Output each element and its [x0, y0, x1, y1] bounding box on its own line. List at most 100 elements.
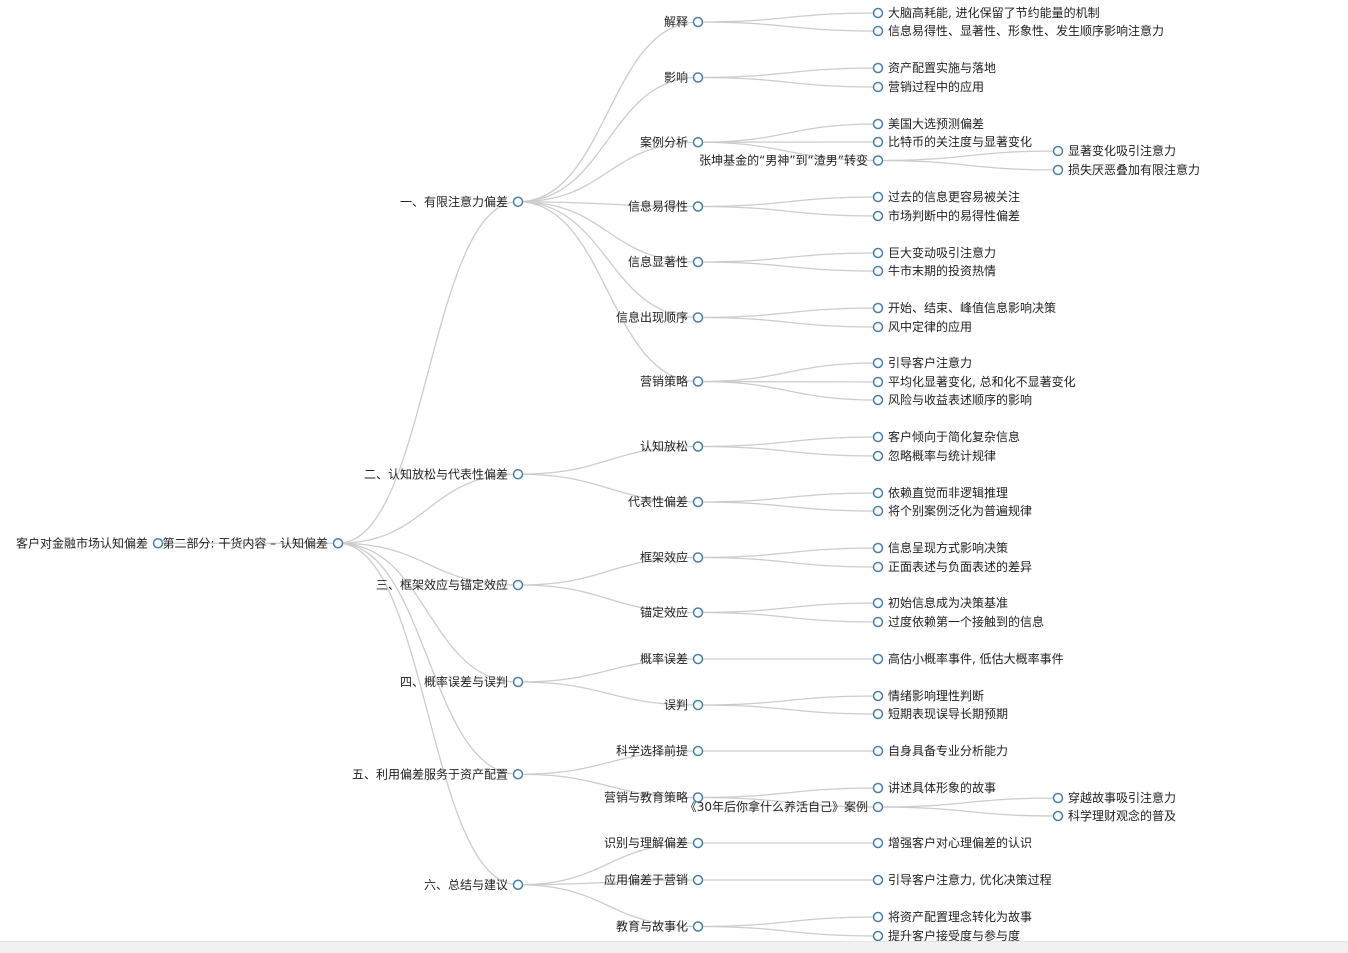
- leaf-node[interactable]: 情绪影响理性判断: [874, 688, 985, 703]
- node-toggle-circle[interactable]: [874, 267, 883, 276]
- leaf-node[interactable]: 市场判断中的易得性偏差: [874, 208, 1021, 223]
- node-toggle-circle[interactable]: [694, 313, 703, 322]
- node-toggle-circle[interactable]: [694, 701, 703, 710]
- node-toggle-circle[interactable]: [874, 803, 883, 812]
- node-toggle-circle[interactable]: [874, 193, 883, 202]
- node-toggle-circle[interactable]: [874, 618, 883, 627]
- node-toggle-circle[interactable]: [874, 64, 883, 73]
- leaf-node[interactable]: 比特币的关注度与显著变化: [874, 134, 1033, 149]
- leaf-node[interactable]: 科学理财观念的普及: [1054, 808, 1177, 823]
- node-toggle-circle[interactable]: [694, 202, 703, 211]
- leaf-node[interactable]: 初始信息成为决策基准: [874, 595, 1009, 610]
- node-toggle-circle[interactable]: [874, 120, 883, 129]
- leaf-node[interactable]: 高估小概率事件, 低估大概率事件: [874, 651, 1064, 666]
- node-toggle-circle[interactable]: [874, 378, 883, 387]
- branch-node[interactable]: 框架效应: [640, 550, 703, 565]
- node-toggle-circle[interactable]: [694, 839, 703, 848]
- node-toggle-circle[interactable]: [874, 249, 883, 258]
- node-toggle-circle[interactable]: [874, 27, 883, 36]
- node-toggle-circle[interactable]: [694, 258, 703, 267]
- leaf-node[interactable]: 引导客户注意力, 优化决策过程: [874, 872, 1052, 887]
- node-toggle-circle[interactable]: [874, 9, 883, 18]
- leaf-node[interactable]: 将资产配置理念转化为故事: [874, 909, 1033, 924]
- branch-node[interactable]: 锚定效应: [640, 605, 703, 620]
- node-toggle-circle[interactable]: [874, 433, 883, 442]
- node-toggle-circle[interactable]: [694, 553, 703, 562]
- node-toggle-circle[interactable]: [874, 359, 883, 368]
- node-toggle-circle[interactable]: [874, 710, 883, 719]
- leaf-node[interactable]: 信息易得性、显著性、形象性、发生顺序影响注意力: [874, 23, 1165, 38]
- horizontal-scrollbar[interactable]: [0, 941, 1348, 953]
- branch-node[interactable]: 第二部分: 干货内容 – 认知偏差: [163, 535, 343, 550]
- leaf-node[interactable]: 开始、结束、峰值信息影响决策: [874, 300, 1057, 315]
- branch-node[interactable]: 一、有限注意力偏差: [400, 194, 523, 209]
- branch-node[interactable]: 误判: [664, 698, 703, 712]
- node-toggle-circle[interactable]: [334, 539, 343, 548]
- leaf-node[interactable]: 过去的信息更容易被关注: [874, 189, 1021, 204]
- leaf-node[interactable]: 正面表述与负面表述的差异: [874, 559, 1033, 574]
- node-toggle-circle[interactable]: [1054, 812, 1063, 821]
- leaf-node[interactable]: 依赖直觉而非逻辑推理: [874, 485, 1009, 500]
- branch-node[interactable]: 三、框架效应与锚定效应: [376, 577, 523, 592]
- leaf-node[interactable]: 穿越故事吸引注意力: [1054, 790, 1177, 805]
- node-toggle-circle[interactable]: [694, 498, 703, 507]
- leaf-node[interactable]: 牛市末期的投资热情: [874, 263, 997, 278]
- node-toggle-circle[interactable]: [694, 655, 703, 664]
- leaf-node[interactable]: 风险与收益表述顺序的影响: [874, 392, 1033, 407]
- leaf-node[interactable]: 引导客户注意力: [874, 355, 973, 370]
- node-toggle-circle[interactable]: [874, 747, 883, 756]
- node-toggle-circle[interactable]: [514, 197, 523, 206]
- leaf-node[interactable]: 短期表现误导长期预期: [874, 707, 1009, 721]
- node-toggle-circle[interactable]: [694, 442, 703, 451]
- leaf-node[interactable]: 营销过程中的应用: [874, 79, 985, 94]
- node-toggle-circle[interactable]: [874, 396, 883, 405]
- leaf-node[interactable]: 增强客户对心理偏差的认识: [874, 835, 1033, 850]
- node-toggle-circle[interactable]: [514, 880, 523, 889]
- node-toggle-circle[interactable]: [874, 876, 883, 885]
- branch-node[interactable]: 《30年后你拿什么养活自己》案例: [685, 799, 883, 814]
- node-toggle-circle[interactable]: [874, 489, 883, 498]
- node-toggle-circle[interactable]: [874, 83, 883, 92]
- leaf-node[interactable]: 将个别案例泛化为普遍规律: [874, 503, 1033, 518]
- node-toggle-circle[interactable]: [874, 507, 883, 516]
- branch-node[interactable]: 应用偏差于营销: [604, 872, 703, 887]
- node-toggle-circle[interactable]: [874, 304, 883, 313]
- node-toggle-circle[interactable]: [694, 138, 703, 147]
- branch-node[interactable]: 二、认知放松与代表性偏差: [364, 466, 523, 481]
- branch-node[interactable]: 张坤基金的“男神”到“渣男”转变: [699, 153, 882, 168]
- node-toggle-circle[interactable]: [874, 599, 883, 608]
- node-toggle-circle[interactable]: [874, 212, 883, 221]
- branch-node[interactable]: 概率误差: [640, 651, 703, 666]
- node-toggle-circle[interactable]: [694, 377, 703, 386]
- leaf-node[interactable]: 忽略概率与统计规律: [874, 448, 997, 463]
- leaf-node[interactable]: 自身具备专业分析能力: [874, 743, 1009, 758]
- branch-node[interactable]: 营销策略: [640, 374, 703, 389]
- leaf-node[interactable]: 大脑高耗能, 进化保留了节约能量的机制: [874, 5, 1100, 20]
- node-toggle-circle[interactable]: [1054, 794, 1063, 803]
- node-toggle-circle[interactable]: [874, 784, 883, 793]
- node-toggle-circle[interactable]: [694, 876, 703, 885]
- node-toggle-circle[interactable]: [874, 544, 883, 553]
- node-toggle-circle[interactable]: [514, 678, 523, 687]
- branch-node[interactable]: 影响: [664, 70, 703, 85]
- branch-node[interactable]: 识别与理解偏差: [604, 835, 703, 850]
- leaf-node[interactable]: 过度依赖第一个接触到的信息: [874, 614, 1045, 629]
- node-toggle-circle[interactable]: [874, 655, 883, 664]
- leaf-node[interactable]: 信息呈现方式影响决策: [874, 540, 1009, 555]
- node-toggle-circle[interactable]: [874, 692, 883, 701]
- node-toggle-circle[interactable]: [694, 73, 703, 82]
- leaf-node[interactable]: 讲述具体形象的故事: [874, 780, 997, 795]
- leaf-node[interactable]: 美国大选预测偏差: [874, 116, 985, 131]
- node-toggle-circle[interactable]: [874, 932, 883, 941]
- node-toggle-circle[interactable]: [874, 913, 883, 922]
- node-toggle-circle[interactable]: [154, 539, 163, 548]
- node-toggle-circle[interactable]: [694, 18, 703, 27]
- branch-node[interactable]: 五、利用偏差服务于资产配置: [352, 766, 523, 781]
- branch-node[interactable]: 案例分析: [640, 134, 703, 149]
- node-toggle-circle[interactable]: [694, 793, 703, 802]
- node-toggle-circle[interactable]: [694, 747, 703, 756]
- branch-node[interactable]: 认知放松: [640, 439, 703, 454]
- leaf-node[interactable]: 客户倾向于简化复杂信息: [874, 429, 1021, 444]
- branch-node[interactable]: 解释: [664, 15, 703, 29]
- leaf-node[interactable]: 资产配置实施与落地: [874, 60, 997, 75]
